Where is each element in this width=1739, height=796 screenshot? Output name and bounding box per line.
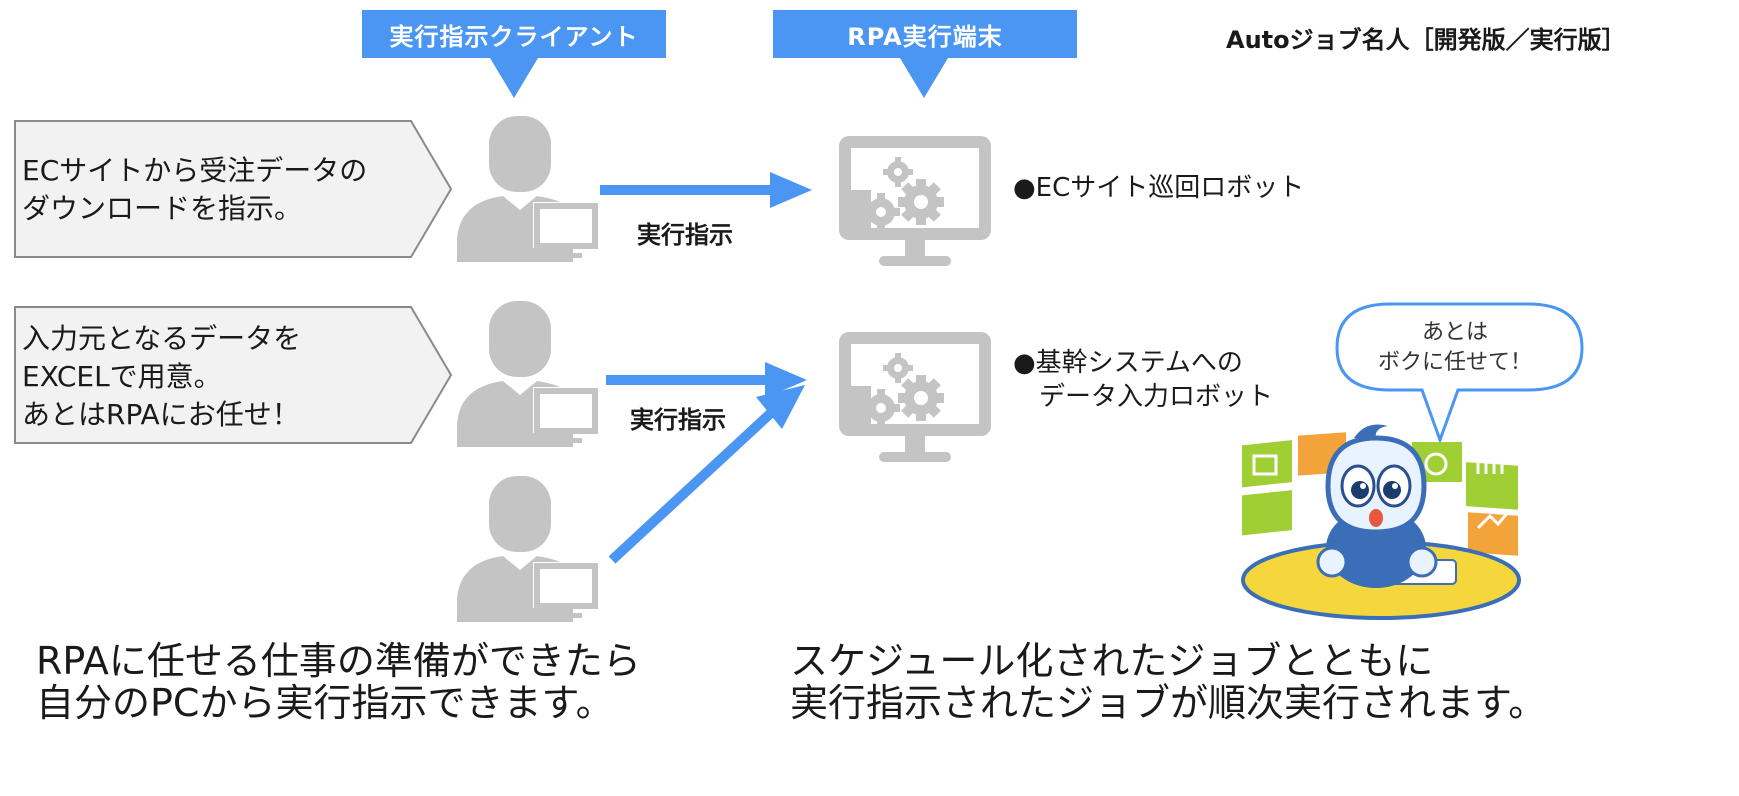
caption-line: 実行指示されたジョブが順次実行されます。 [790, 681, 1547, 725]
terminal-banner: RPA実行端末 [773, 10, 1077, 58]
arrow-label-1: 実行指示 [637, 221, 733, 249]
execute-arrow-2 [606, 362, 807, 398]
speech-line: ボクに任せて！ [1377, 350, 1532, 375]
product-title: Autoジョブ名人［開発版／実行版］ [1226, 26, 1626, 54]
person-with-pc-icon [457, 301, 599, 447]
instruction-box-2: 入力元となるデータを EXCELで用意。 あとはRPAにお任せ！ [14, 306, 454, 444]
caption-line: 自分のPCから実行指示できます。 [36, 681, 614, 725]
speech-bubble-text: あとは ボクに任せて！ [1355, 318, 1555, 378]
robot-mascot-icon [1241, 424, 1521, 620]
caption-right: スケジュール化されたジョブとともに 実行指示されたジョブが順次実行されます。 [790, 640, 1546, 724]
instruction-line: 入力元となるデータを [22, 322, 302, 355]
person-with-pc-icon [457, 116, 599, 262]
client-banner-pointer [490, 58, 538, 98]
instruction-line: EXCELで用意。 [22, 360, 222, 393]
caption-line: スケジュール化されたジョブとともに [790, 639, 1434, 683]
robot-label-2: ●基幹システムへの データ入力ロボット [1013, 348, 1274, 412]
instruction-box-1: ECサイトから受注データの ダウンロードを指示。 [14, 120, 454, 258]
monitor-gears-icon [839, 332, 991, 462]
person-with-pc-icon [457, 476, 599, 622]
client-banner: 実行指示クライアント [362, 10, 666, 58]
arrow-label-2: 実行指示 [630, 406, 726, 434]
execute-arrow-1 [600, 172, 812, 208]
instruction-line: ECサイトから受注データの [22, 154, 368, 187]
robot-label-1: ●ECサイト巡回ロボット [1013, 173, 1305, 203]
instruction-line: ダウンロードを指示。 [22, 192, 303, 225]
execute-arrow-3 [608, 385, 805, 564]
speech-line: あとは [1421, 320, 1488, 345]
monitor-gears-icon [839, 136, 991, 266]
terminal-banner-pointer [900, 58, 948, 98]
caption-line: RPAに任せる仕事の準備ができたら [36, 639, 641, 683]
caption-left: RPAに任せる仕事の準備ができたら 自分のPCから実行指示できます。 [36, 640, 641, 724]
speech-bubble [1335, 302, 1584, 445]
instruction-line: あとはRPAにお任せ！ [22, 398, 300, 431]
